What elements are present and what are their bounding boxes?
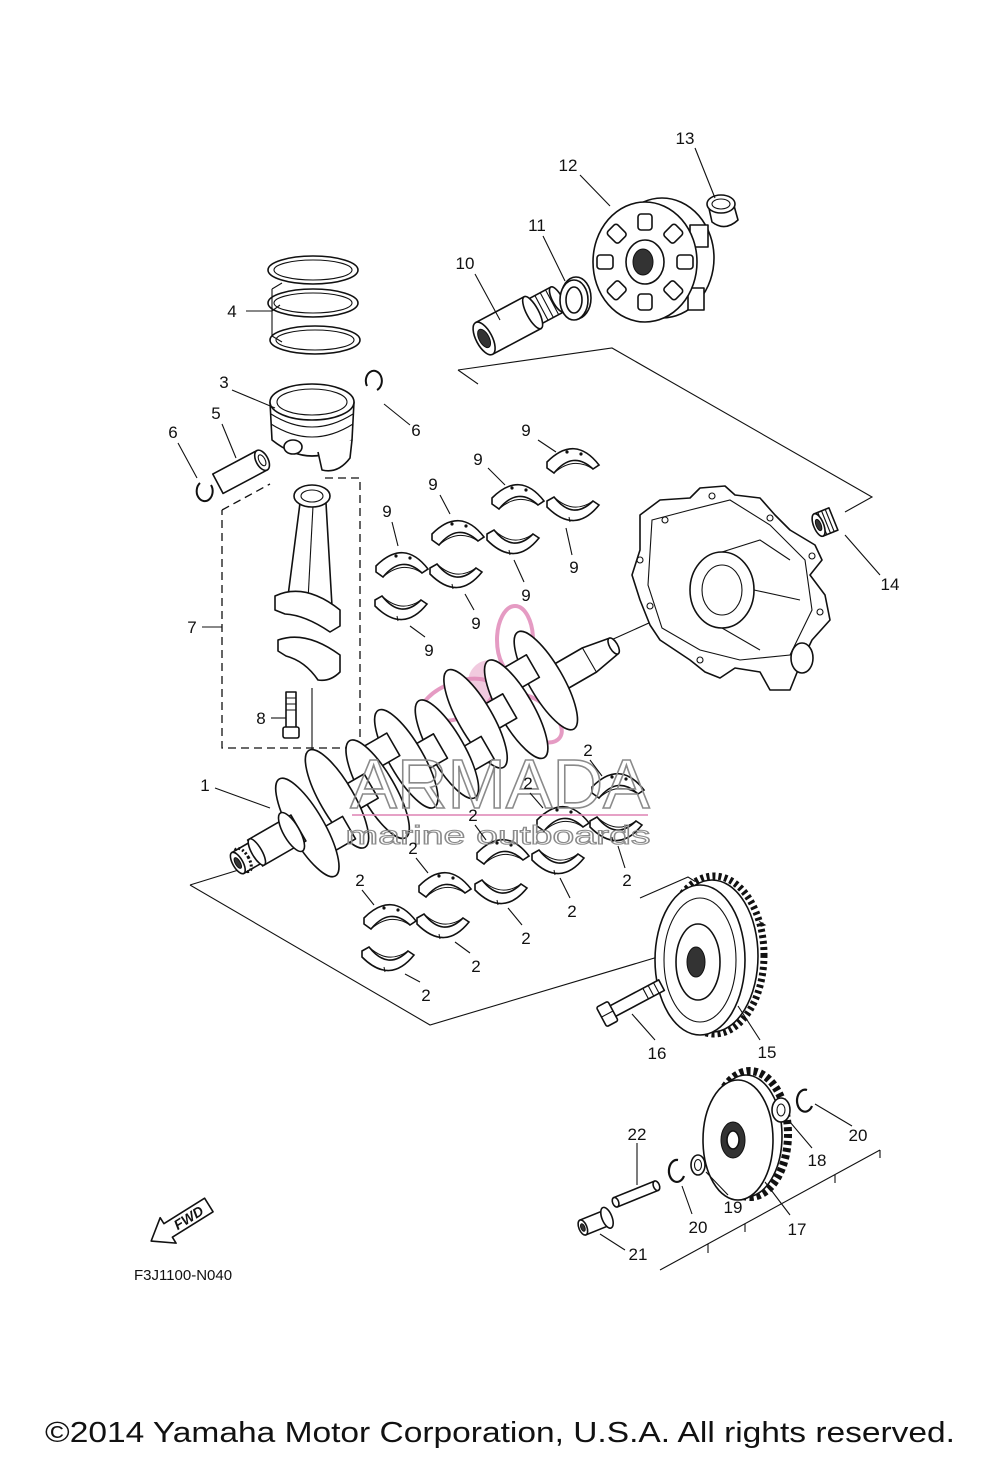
callout-20: 20 bbox=[689, 1218, 708, 1237]
coupling-12 bbox=[592, 197, 715, 323]
piston-pin-clip-right bbox=[364, 369, 383, 391]
bushing-21 bbox=[577, 1206, 614, 1236]
callout-2: 2 bbox=[523, 774, 532, 793]
callout-18: 18 bbox=[808, 1151, 827, 1170]
callout-2: 2 bbox=[408, 839, 417, 858]
main-bearing-lower bbox=[474, 879, 528, 906]
shaft-10 bbox=[472, 286, 567, 356]
connecting-rod bbox=[274, 484, 341, 682]
callout-9: 9 bbox=[424, 641, 433, 660]
flywheel-15 bbox=[654, 872, 768, 1038]
piston bbox=[269, 383, 355, 472]
connecting-rod-bearing-set bbox=[374, 447, 600, 622]
callout-9: 9 bbox=[473, 450, 482, 469]
connecting-rod-bolt bbox=[282, 691, 300, 739]
piston-pin-clip-left bbox=[195, 482, 214, 503]
circlip-20-lower bbox=[667, 1158, 686, 1183]
pin-22 bbox=[611, 1180, 661, 1208]
callout-5: 5 bbox=[211, 404, 220, 423]
callout-16: 16 bbox=[648, 1044, 667, 1063]
callout-13: 13 bbox=[676, 129, 695, 148]
callout-9: 9 bbox=[521, 421, 530, 440]
washer-19 bbox=[690, 1154, 706, 1176]
callout-2: 2 bbox=[468, 806, 477, 825]
crankcase-cover bbox=[631, 485, 831, 691]
callout-10: 10 bbox=[456, 254, 475, 273]
callout-9: 9 bbox=[471, 614, 480, 633]
circlip-20-upper bbox=[795, 1088, 814, 1113]
copyright-notice: ©2014 Yamaha Motor Corporation, U.S.A. A… bbox=[45, 1417, 955, 1449]
callout-17: 17 bbox=[788, 1220, 807, 1239]
rod-bearing-lower bbox=[486, 529, 540, 556]
callout-21: 21 bbox=[629, 1245, 648, 1264]
leader-lines bbox=[177, 147, 881, 1251]
rod-bearing-upper bbox=[491, 483, 545, 510]
callout-12: 12 bbox=[559, 156, 578, 175]
callout-2: 2 bbox=[567, 902, 576, 921]
crankshaft bbox=[229, 630, 621, 878]
rod-bearing-upper bbox=[375, 551, 429, 578]
callout-2: 2 bbox=[622, 871, 631, 890]
callout-22: 22 bbox=[628, 1125, 647, 1144]
plug-14 bbox=[811, 507, 839, 538]
gear-17 bbox=[702, 1067, 792, 1201]
rod-bearing-lower bbox=[374, 595, 428, 622]
callout-2: 2 bbox=[521, 929, 530, 948]
piston-pin bbox=[211, 449, 271, 495]
callout-6: 6 bbox=[411, 421, 420, 440]
callout-19: 19 bbox=[724, 1198, 743, 1217]
watermark-tagline: marine outboards bbox=[346, 820, 651, 850]
callout-2: 2 bbox=[583, 741, 592, 760]
main-bearing-lower bbox=[416, 913, 470, 940]
callout-15: 15 bbox=[758, 1043, 777, 1062]
callout-2: 2 bbox=[471, 957, 480, 976]
callout-20: 20 bbox=[849, 1126, 868, 1145]
callout-labels: 13 12 11 10 4 3 5 6 6 9 9 9 9 9 9 9 9 14… bbox=[168, 129, 899, 1264]
callout-11: 11 bbox=[528, 216, 546, 235]
main-bearing-upper bbox=[418, 871, 472, 898]
flywheel-bolt-16 bbox=[596, 979, 666, 1027]
piston-ring-set bbox=[267, 255, 361, 355]
rod-bearing-lower bbox=[546, 496, 600, 523]
callout-7: 7 bbox=[187, 618, 196, 637]
forward-arrow-icon: FWD bbox=[150, 1197, 214, 1244]
callout-9: 9 bbox=[521, 586, 530, 605]
main-bearing-lower bbox=[531, 849, 585, 876]
callout-9: 9 bbox=[428, 475, 437, 494]
rod-bearing-upper bbox=[431, 519, 485, 546]
rod-bearing-upper bbox=[546, 447, 600, 474]
callout-4: 4 bbox=[227, 302, 236, 321]
callout-2: 2 bbox=[421, 986, 430, 1005]
callout-8: 8 bbox=[256, 709, 265, 728]
callout-9: 9 bbox=[382, 502, 391, 521]
watermark-brand: ARMADA bbox=[350, 745, 650, 823]
rod-bearing-lower bbox=[429, 563, 483, 590]
callout-2: 2 bbox=[355, 871, 364, 890]
main-bearing-lower bbox=[361, 946, 415, 973]
callout-9: 9 bbox=[569, 558, 578, 577]
callout-6: 6 bbox=[168, 423, 177, 442]
callout-14: 14 bbox=[881, 575, 900, 594]
callout-3: 3 bbox=[219, 373, 228, 392]
main-bearing-upper bbox=[363, 903, 417, 930]
cap-13 bbox=[706, 194, 739, 228]
callout-1: 1 bbox=[200, 776, 209, 795]
watermark: ARMADA marine outboards bbox=[345, 744, 651, 850]
seal-ring-11 bbox=[559, 276, 592, 321]
figure-code: F3J1100-N040 bbox=[134, 1267, 232, 1284]
ring-18 bbox=[771, 1097, 791, 1123]
